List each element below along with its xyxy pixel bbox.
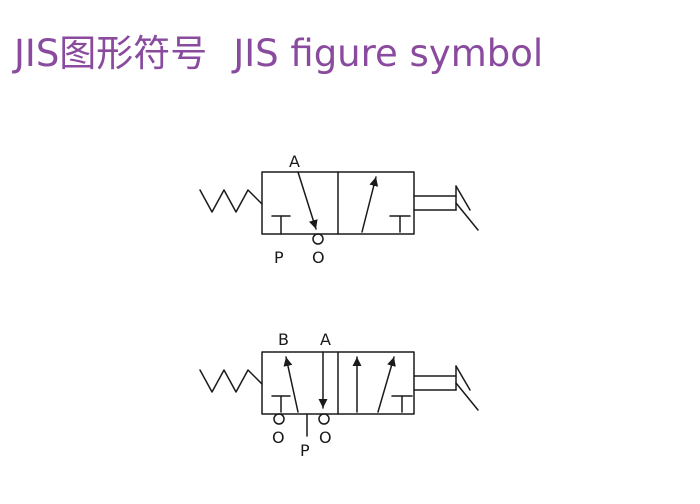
actuator-symbol — [413, 185, 479, 231]
blocked-port-symbol — [271, 395, 291, 413]
blocked-port-symbol — [271, 215, 291, 235]
valve-symbol-5-port: B A O O P — [199, 330, 479, 460]
spring-symbol — [199, 369, 263, 393]
port-label-a: A — [289, 152, 300, 171]
page-title: JIS图形符号 JIS figure symbol — [14, 30, 543, 78]
flow-arrow — [283, 356, 299, 413]
flow-arrow — [297, 171, 318, 230]
port-label-p: P — [274, 248, 284, 267]
port-label-b: B — [278, 330, 289, 349]
spring-symbol — [199, 189, 263, 213]
title-english: JIS figure symbol — [233, 32, 544, 75]
port-label-o2: O — [319, 428, 332, 447]
port-label-o1: O — [272, 428, 285, 447]
actuator-symbol — [413, 365, 479, 411]
port-label-a: A — [320, 330, 331, 349]
blocked-port-symbol — [391, 395, 413, 413]
blocked-port-symbol — [389, 215, 411, 233]
port-label-o: O — [312, 248, 325, 267]
exhaust-port-circle — [273, 413, 285, 425]
flow-arrow — [361, 176, 379, 233]
flow-arrow — [377, 356, 396, 413]
valve-symbol-3-port: A P O — [199, 152, 479, 267]
port-label-p: P — [300, 441, 310, 460]
exhaust-port-circle — [312, 233, 324, 245]
title-chinese: JIS图形符号 — [14, 32, 208, 75]
exhaust-port-circle — [318, 413, 330, 425]
